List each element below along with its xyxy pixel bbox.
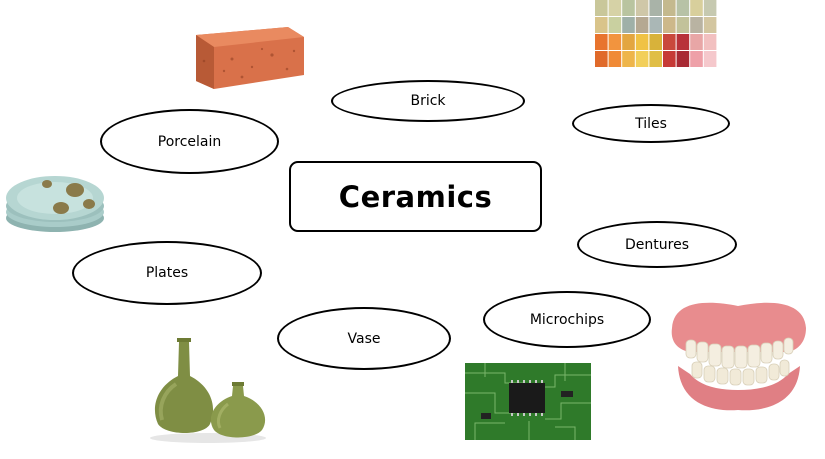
node-plates-label: Plates — [145, 265, 189, 281]
node-porcelain-label: Porcelain — [157, 133, 222, 150]
tile-swatch — [649, 17, 662, 33]
tile-swatch — [676, 51, 690, 67]
tile-swatch — [690, 51, 703, 67]
tile-swatch — [663, 34, 676, 50]
tile-swatch — [622, 34, 635, 50]
tiles-image — [595, 0, 717, 67]
center-node: Ceramics — [289, 161, 542, 232]
vases-image — [150, 338, 266, 443]
node-microchips-label: Microchips — [529, 311, 605, 328]
tile-swatch — [622, 51, 635, 67]
tile-swatch — [595, 51, 608, 67]
node-porcelain: Porcelain — [100, 109, 279, 174]
tile-swatch — [676, 17, 690, 33]
tile-swatch — [649, 51, 662, 67]
microchip-image — [465, 363, 591, 440]
tile-swatch — [608, 17, 622, 33]
tile-swatch — [676, 34, 690, 50]
tile-swatch — [690, 0, 703, 16]
tile-swatch — [703, 0, 717, 16]
node-tiles-label: Tiles — [635, 115, 667, 132]
node-dentures: Dentures — [577, 221, 737, 268]
tile-swatch — [635, 34, 649, 50]
tile-swatch — [703, 51, 717, 67]
tile-swatch — [595, 17, 608, 33]
tile-swatch — [635, 17, 649, 33]
tile-swatch — [676, 0, 690, 16]
node-dentures-label: Dentures — [625, 236, 689, 253]
tile-swatch — [690, 17, 703, 33]
node-tiles: Tiles — [572, 104, 730, 143]
tile-swatch — [663, 17, 676, 33]
tile-swatch — [649, 34, 662, 50]
tile-swatch — [608, 34, 622, 50]
tile-swatch — [703, 34, 717, 50]
node-microchips: Microchips — [483, 291, 651, 348]
tile-swatch — [595, 0, 608, 16]
tile-swatch — [690, 34, 703, 50]
tile-swatch — [649, 0, 662, 16]
tile-swatch — [663, 0, 676, 16]
node-plates: Plates — [72, 241, 262, 305]
tile-swatch — [608, 51, 622, 67]
tile-swatch — [635, 51, 649, 67]
plates-image — [6, 176, 104, 232]
tile-swatch — [622, 17, 635, 33]
tile-swatch — [635, 0, 649, 16]
tile-swatch — [663, 51, 676, 67]
brick-image — [196, 27, 304, 89]
tile-swatch — [595, 34, 608, 50]
dentures-image — [671, 302, 806, 411]
tile-swatch — [608, 0, 622, 16]
tile-swatch — [703, 17, 717, 33]
center-node-label: Ceramics — [338, 179, 493, 214]
tile-swatch — [622, 0, 635, 16]
node-brick-label: Brick — [410, 93, 446, 109]
node-vase-label: Vase — [347, 330, 381, 347]
node-brick: Brick — [331, 80, 525, 122]
node-vase: Vase — [277, 307, 451, 370]
